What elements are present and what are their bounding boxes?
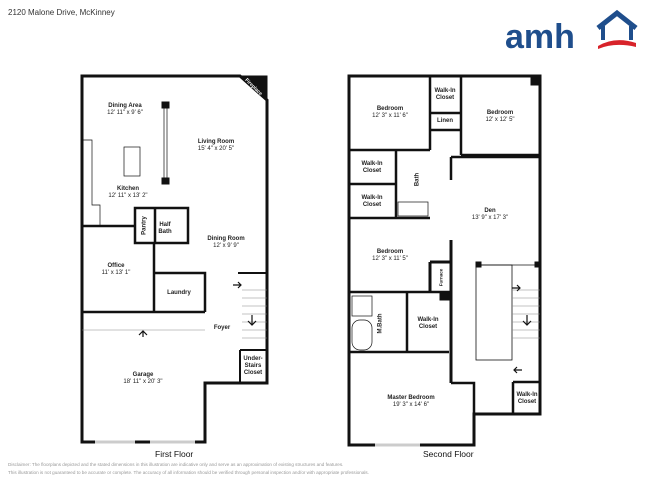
room-foyer: Foyer <box>213 325 231 331</box>
room-furnace: Furnace <box>438 268 444 287</box>
room-pantry: Pantry <box>141 216 148 235</box>
second-floor-title: Second Floor <box>423 449 474 459</box>
room-master-bath: M.Bath <box>377 313 384 334</box>
disclaimer-line-2: This illustration is not guaranteed to b… <box>8 470 369 475</box>
room-linen: Linen <box>437 118 453 124</box>
room-laundry: Laundry <box>167 290 191 296</box>
second-floor-walls <box>347 74 542 447</box>
room-under-stairs-closet: Under-Stairs Closet <box>243 356 263 376</box>
room-walk-in-closet-1: Walk-In Closet <box>434 88 456 101</box>
room-walk-in-closet-3: Walk-In Closet <box>361 195 383 208</box>
first-floor-walls <box>80 74 269 444</box>
svg-text:amh: amh <box>505 18 575 56</box>
room-walk-in-closet-5: Walk-In Closet <box>516 392 538 405</box>
room-half-bath: Half Bath <box>158 222 172 235</box>
room-bath: Bath <box>414 172 421 187</box>
property-address: 2120 Malone Drive, McKinney <box>8 8 115 17</box>
room-walk-in-closet-4: Walk-In Closet <box>417 317 439 330</box>
first-floor-title: First Floor <box>155 449 194 459</box>
amh-logo: amh <box>505 9 638 56</box>
room-walk-in-closet-2: Walk-In Closet <box>361 161 383 174</box>
disclaimer-line-1: Disclaimer: The floorplans depicted and … <box>8 462 344 467</box>
